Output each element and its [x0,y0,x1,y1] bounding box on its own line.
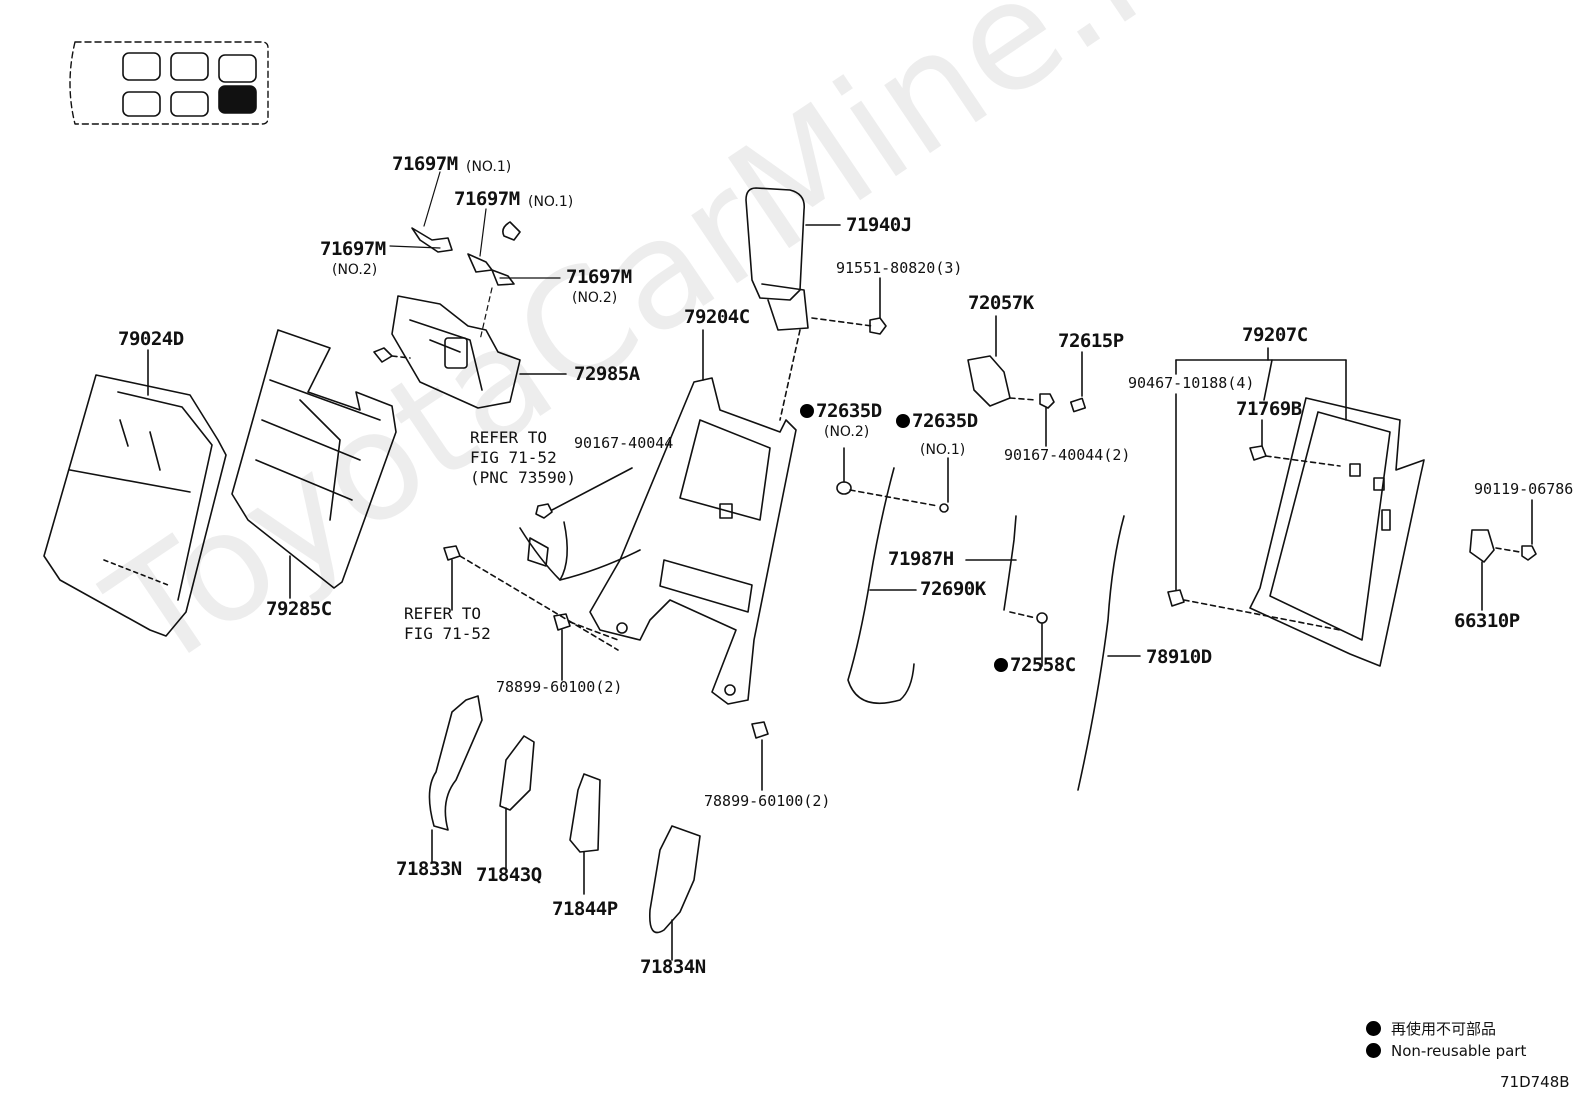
part-71697M-no1-a-sub: (NO.1) [466,159,512,175]
part-71844P[interactable]: 71844P [552,898,618,920]
part-71697M-no1-b-sub: (NO.1) [528,194,574,210]
part-71697M-no1-a[interactable]: 71697M [392,153,458,175]
long-cable-shape [1077,515,1141,791]
part-71987H[interactable]: 71987H [888,548,954,570]
part-72057K[interactable]: 72057K [968,292,1034,314]
part-71697M-no2-a[interactable]: 71697M [320,238,386,260]
part-90167-40044-left[interactable]: 90167-40044 [574,434,674,452]
part-90119-06786[interactable]: 90119-06786 [1474,480,1574,498]
part-79207C[interactable]: 79207C [1242,324,1308,346]
part-71769B[interactable]: 71769B [1236,398,1302,420]
seat-back-board-shape [1167,347,1425,667]
seat-position-indicator [69,41,269,125]
grommet-shape [836,447,949,513]
clip-parts-shape [389,171,561,341]
part-72690K[interactable]: 72690K [920,578,986,600]
knob-cover-shape [967,315,1087,447]
part-72635D-no1-sub: (NO.1) [920,442,966,458]
part-71833N[interactable]: 71833N [396,858,462,880]
part-79204C[interactable]: 79204C [684,306,750,328]
part-72615P[interactable]: 72615P [1058,330,1124,352]
refer-line-1: REFER TO [404,604,482,623]
part-79285C[interactable]: 79285C [266,598,332,620]
part-71940J[interactable]: 71940J [846,214,912,236]
seat-back-pad-shape [231,329,397,599]
part-71843Q[interactable]: 71843Q [476,864,542,886]
part-91551-80820[interactable]: 91551-80820(3) [836,259,963,277]
refer-line-1: REFER TO [470,428,548,447]
part-78899-60100-a[interactable]: 78899-60100(2) [496,678,623,696]
part-72635D-no1[interactable]: 72635D [896,412,978,431]
part-78910D[interactable]: 78910D [1146,646,1212,668]
refer-line-2: FIG 71-52 [470,448,557,467]
trim-pieces-shape [428,695,701,961]
part-78899-60100-b[interactable]: 78899-60100(2) [704,792,831,810]
non-reusable-dot [896,414,910,428]
wire-harness-shape [443,467,769,791]
part-79024D[interactable]: 79024D [118,328,184,350]
seat-back-cover-shape [43,349,227,637]
refer-line-2: FIG 71-52 [404,624,491,643]
part-71834N[interactable]: 71834N [640,956,706,978]
part-72635D-no2[interactable]: 72635D [800,402,882,421]
legend-dot [1366,1021,1381,1036]
part-71697M-no2-b-sub: (NO.2) [572,290,618,306]
part-66310P[interactable]: 66310P [1454,610,1520,632]
cable-shape [847,467,1048,704]
refer-to-fig-71-52[interactable]: REFER TO FIG 71-52 [404,604,491,644]
part-90167-40044-right[interactable]: 90167-40044(2) [1004,446,1131,464]
part-72985A[interactable]: 72985A [574,363,640,385]
bracket-72985A-shape [373,295,567,409]
legend-en: Non-reusable part [1366,1042,1526,1060]
part-71697M-no2-b[interactable]: 71697M [566,266,632,288]
part-71697M-no2-a-sub: (NO.2) [332,262,378,278]
refer-to-fig-71-52-pnc[interactable]: REFER TO FIG 71-52 (PNC 73590) [470,428,576,488]
legend-jp: 再使用不可部品 [1366,1018,1496,1039]
refer-line-3: (PNC 73590) [470,468,576,487]
non-reusable-dot [994,658,1008,672]
figure-id: 71D748B [1500,1073,1570,1091]
part-72558C[interactable]: 72558C [994,656,1076,675]
part-71697M-no1-b[interactable]: 71697M [454,188,520,210]
part-90467-10188[interactable]: 90467-10188(4) [1128,374,1255,392]
lock-shape [1469,499,1537,611]
seat-frame-shape [589,329,797,705]
non-reusable-dot [800,404,814,418]
headrest-shape [745,187,887,421]
legend-dot [1366,1043,1381,1058]
part-72635D-no2-sub: (NO.2) [824,424,870,440]
